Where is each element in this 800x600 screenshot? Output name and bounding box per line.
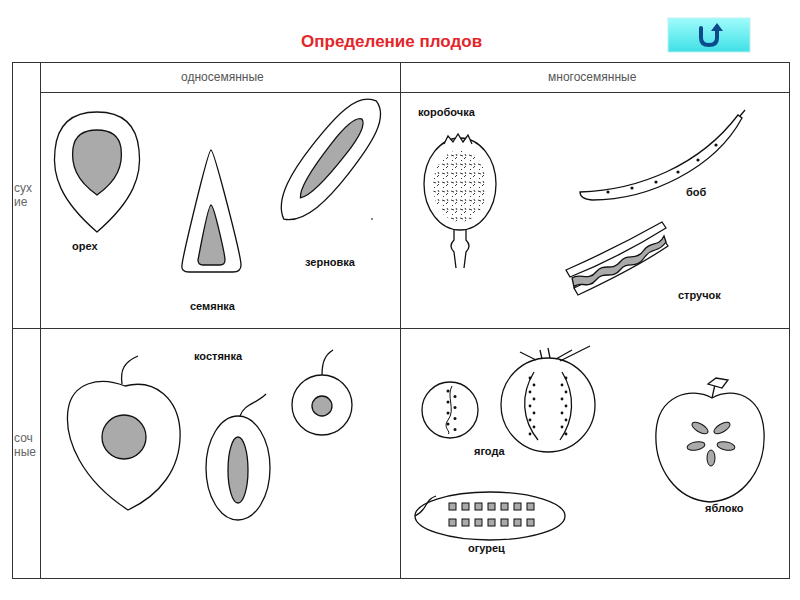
seed: [488, 503, 495, 510]
seed-dot: [447, 423, 450, 426]
seed: [488, 519, 495, 526]
fruit-name: огурец: [468, 542, 505, 554]
seed-dot: [561, 384, 564, 387]
seed-dot: [565, 377, 568, 380]
seed-dot: [533, 426, 536, 429]
seed-dot: [529, 391, 532, 394]
page-title: Определение плодов: [301, 32, 482, 52]
fruit-name: зерновка: [305, 256, 355, 268]
seed-dot: [565, 433, 568, 436]
seed-dot: [561, 412, 564, 415]
back-button: [668, 18, 750, 52]
seed-dot: [447, 390, 450, 393]
seed-dot: [454, 417, 457, 420]
seed: [449, 503, 456, 510]
seed: [527, 519, 534, 526]
seed-dot: [454, 428, 457, 431]
fruit-name: яблоко: [705, 502, 744, 514]
seed-dot: [447, 412, 450, 415]
seed: [501, 503, 508, 510]
seed: [475, 503, 482, 510]
seed-dot: [529, 419, 532, 422]
seed-dot: [447, 401, 450, 404]
seed: [514, 503, 521, 510]
seed: [475, 519, 482, 526]
seed-dot: [561, 398, 564, 401]
fruit-name: ягода: [474, 445, 505, 457]
seed-dot: [565, 419, 568, 422]
column-header: односемянные: [181, 70, 264, 84]
seed-dot: [533, 384, 536, 387]
seed: [501, 519, 508, 526]
fruit-name: семянка: [190, 300, 235, 312]
seed-dot: [561, 426, 564, 429]
fruit-name: стручок: [678, 289, 721, 301]
seed: [527, 503, 534, 510]
seed: [462, 519, 469, 526]
fruit-name: костянка: [194, 350, 242, 362]
seed-dot: [565, 391, 568, 394]
seed-dot: [529, 433, 532, 436]
fruit-drawings: [54, 87, 764, 540]
fruit-name: боб: [686, 186, 706, 198]
fruit-name: орех: [72, 240, 98, 252]
seed-dot: [529, 405, 532, 408]
seed-dot: [533, 412, 536, 415]
column-header: многосемянные: [548, 70, 636, 84]
seed-dot: [565, 405, 568, 408]
seed-dot: [454, 406, 457, 409]
seed: [462, 503, 469, 510]
seed: [514, 519, 521, 526]
row-header: сухие: [14, 182, 38, 210]
seed: [449, 519, 456, 526]
seed-dot: [533, 398, 536, 401]
table-grid: [12, 62, 790, 579]
seed-dot: [529, 377, 532, 380]
seed-dot: [454, 395, 457, 398]
fruit-name: коробочка: [418, 106, 475, 118]
row-header: сочные: [14, 432, 38, 460]
